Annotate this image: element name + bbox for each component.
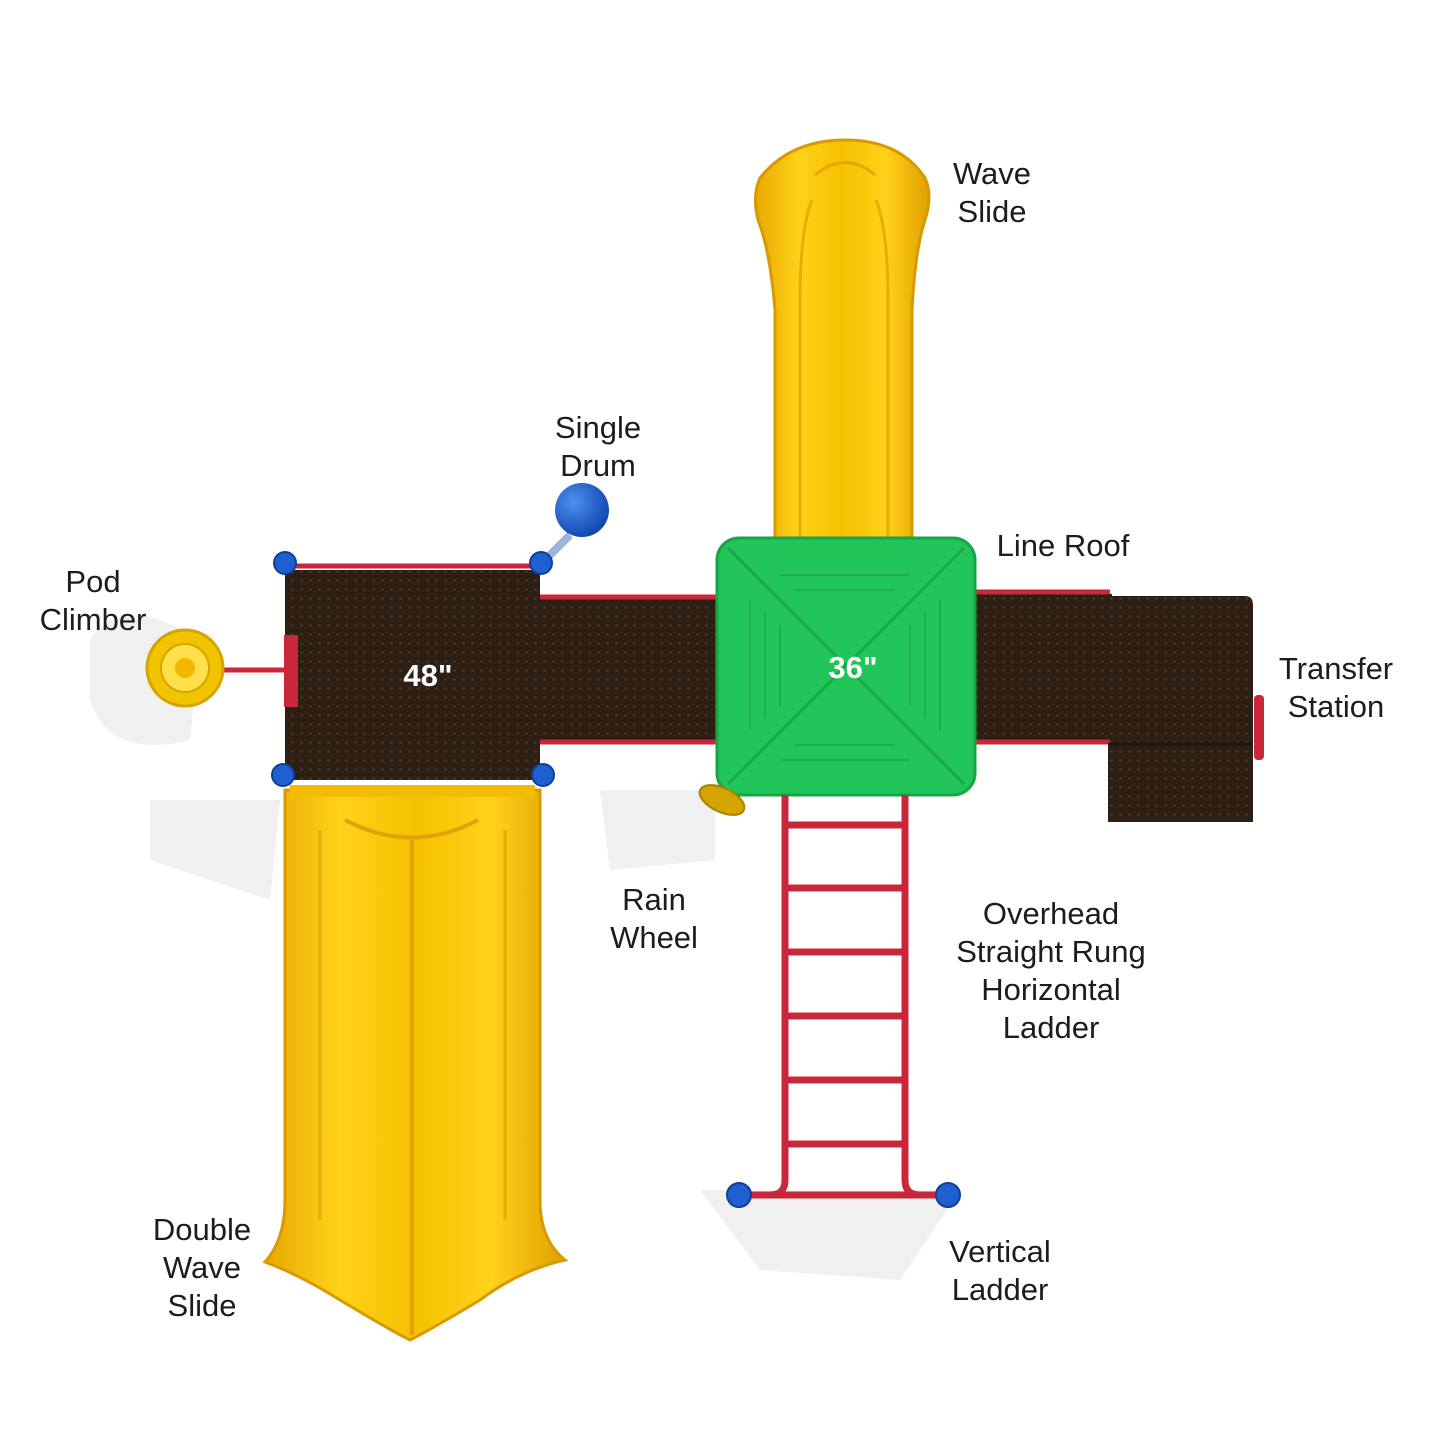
pod-climber bbox=[145, 628, 290, 708]
left-deck bbox=[284, 563, 540, 780]
single-drum bbox=[542, 483, 609, 563]
transfer-station bbox=[1108, 596, 1264, 822]
overhead-ladder bbox=[740, 795, 948, 1199]
left-bridge bbox=[540, 594, 720, 745]
double-wave-slide bbox=[262, 785, 569, 1342]
left-deck-height: 48" bbox=[403, 658, 453, 693]
rain-wheel bbox=[698, 784, 746, 816]
label-line-roof: Line Roof bbox=[996, 528, 1130, 563]
wave-slide bbox=[753, 138, 931, 542]
post-clamps bbox=[271, 551, 961, 1208]
roof-deck-height: 36" bbox=[828, 650, 878, 685]
line-roof bbox=[715, 536, 977, 797]
right-bridge bbox=[972, 589, 1112, 745]
